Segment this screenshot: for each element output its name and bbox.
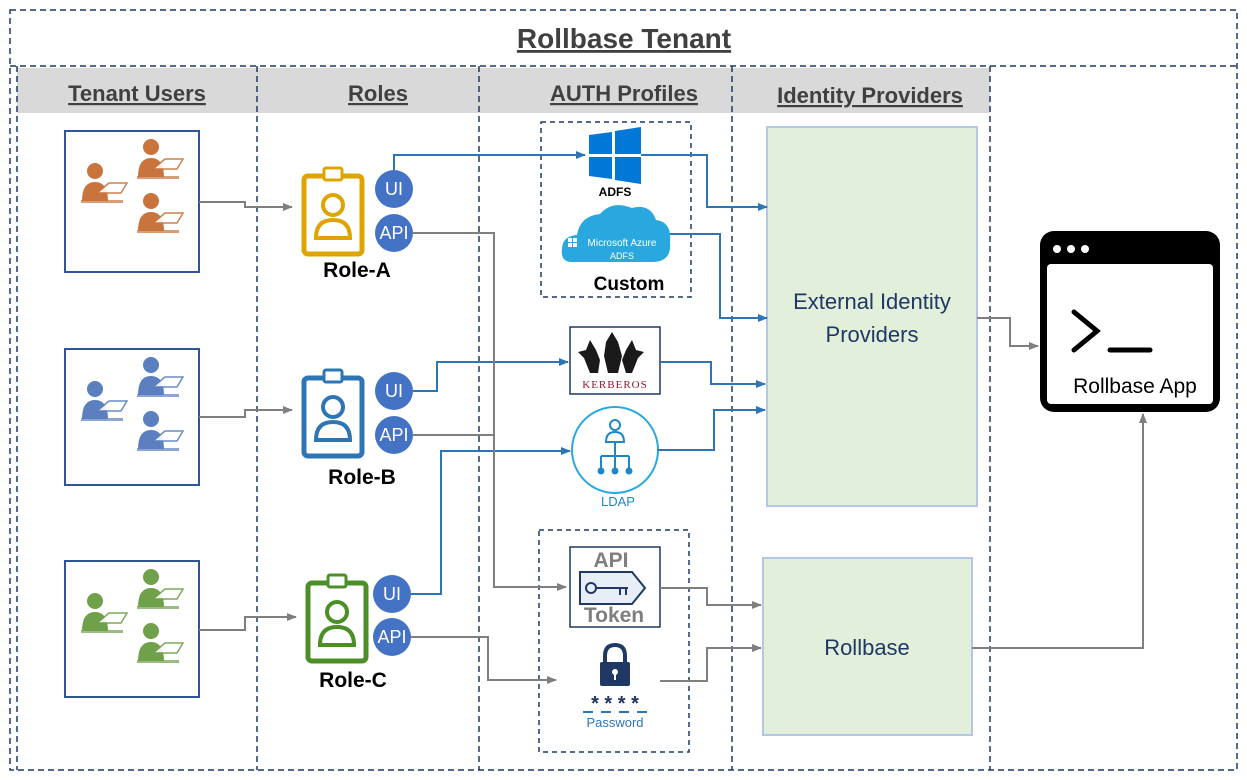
role-c-api-text: API [377,627,406,647]
user-group-b [64,348,200,486]
diagram-title: Rollbase Tenant [517,23,731,54]
arrow-kerberos-to-external [660,361,766,388]
user-person-icon [137,193,185,233]
header-identity-providers: Identity Providers [777,83,963,108]
azure-label: Microsoft Azure [588,238,657,249]
adfs-label: ADFS [599,185,632,199]
role-b-ui-badge [375,372,413,410]
role-b-api-badge [375,416,413,454]
header-bar-auth [479,68,732,113]
user-person-icon [137,139,185,179]
user-person-icon [137,569,185,609]
arrow-azure-to-external [670,233,768,322]
arrow-role-a-api-to-token [413,232,567,591]
api-token-title: API [593,549,628,572]
rollbase-app-label: Rollbase App [1073,375,1197,398]
role-c-ui-badge [373,575,411,613]
ldap-label: LDAP [601,494,635,509]
arrow-role-a-ui-to-adfs [393,151,586,170]
api-token-subtitle: Token [584,604,644,627]
header-bar-users [17,68,257,113]
role-a-ui-text: UI [385,179,403,199]
header-bar-idp [732,68,990,113]
arrow-password-to-rollbase [660,644,762,682]
arrow-token-to-rollbase [660,587,762,609]
user-person-icon [81,593,129,633]
ldap-icon [597,419,633,475]
user-person-icon [137,411,185,451]
arrow-adfs-to-external [641,154,768,211]
user-person-icon [137,623,185,663]
auth-group-rollbase [538,529,690,753]
role-b-ui-text: UI [385,381,403,401]
header-roles: Roles [348,81,408,106]
connector-users-b [199,406,293,418]
role-a-id-card-icon [301,166,365,257]
user-person-icon [81,163,129,203]
role-b-label: Role-B [328,466,396,489]
user-group-a [64,130,200,273]
role-a-ui-badge [375,170,413,208]
arrow-role-c-api-to-password [411,636,557,684]
arrow-role-c-ui-to-ldap [411,447,571,595]
user-group-c [64,560,200,698]
arrow-rollbase-to-app [972,413,1147,649]
password-label: Password [586,715,643,730]
role-a-api-text: API [379,223,408,243]
connector-users-c [199,613,297,631]
auth-group-adfs [540,121,692,298]
arrow-ldap-to-external [658,406,766,451]
key-tag-icon [579,571,647,605]
user-person-icon [81,381,129,421]
external-idp-label-line2: Providers [826,322,919,347]
role-a-label: Role-A [323,259,391,282]
header-tenant-users: Tenant Users [68,81,206,106]
terminal-prompt-icon [1071,309,1153,353]
role-b-api-text: API [379,425,408,445]
connector-users-a [199,201,293,211]
windows-icon [589,127,641,184]
arrow-external-to-app [977,317,1039,350]
role-c-ui-text: UI [383,584,401,604]
password-stars: * * * * [591,693,639,715]
azure-adfs-label: ADFS [610,251,634,261]
role-a-api-badge [375,214,413,252]
rollbase-idp-label: Rollbase [824,635,910,660]
lock-icon [600,642,630,686]
role-c-id-card-icon [305,573,369,664]
azure-cloud-icon [561,205,671,262]
user-person-icon [137,357,185,397]
external-idp-box [766,126,978,507]
kerberos-label: KERBEROS [582,379,647,391]
rollbase-idp-box [762,557,973,736]
external-idp-label-line1: External Identity [793,289,951,314]
role-c-label: Role-C [319,669,387,692]
kerberos-icon [578,332,644,373]
tenant-frame [9,9,1238,771]
custom-label: Custom [594,274,665,295]
header-bar-roles [257,68,479,113]
column-frames [10,65,1237,770]
role-c-api-badge [373,618,411,656]
rollbase-app-window [1040,231,1220,412]
header-auth-profiles: AUTH Profiles [550,81,698,106]
role-b-id-card-icon [301,368,365,459]
arrow-role-b-ui-to-kerberos [413,358,569,392]
